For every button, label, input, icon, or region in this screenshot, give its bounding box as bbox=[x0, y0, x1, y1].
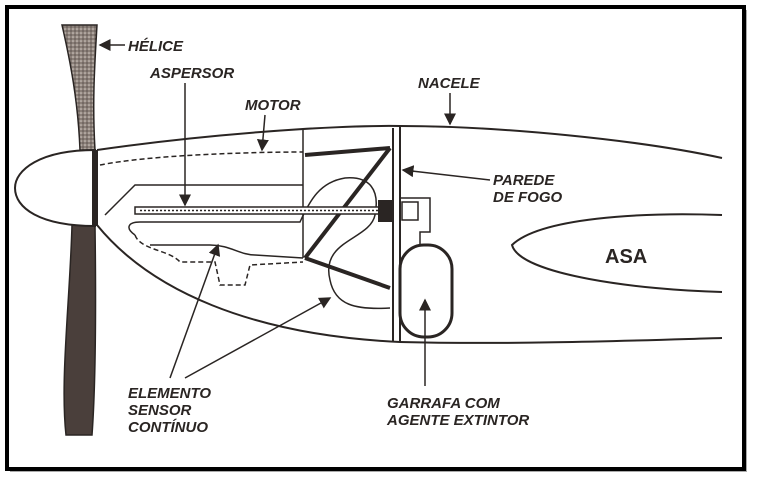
garrafa-label-2: AGENTE EXTINTOR bbox=[386, 412, 529, 429]
nacelle-top-outline bbox=[96, 124, 723, 159]
extinguisher-bottle bbox=[398, 243, 454, 339]
wing-label: ASA bbox=[605, 246, 647, 268]
valve bbox=[401, 201, 419, 221]
helice-label: HÉLICE bbox=[128, 38, 184, 55]
mount-strut bbox=[303, 146, 392, 260]
aspersor-label: ASPERSOR bbox=[149, 65, 234, 82]
continuous-sensor-element bbox=[128, 177, 391, 310]
sensor-leader-1 bbox=[169, 243, 221, 379]
sensor-leader-2 bbox=[184, 297, 332, 379]
parede-label-2: DE FOGO bbox=[493, 189, 563, 206]
frame bbox=[5, 5, 746, 471]
propeller-blade-bottom bbox=[63, 224, 97, 436]
propeller-hub bbox=[92, 150, 98, 226]
parede-label-1: PAREDE bbox=[493, 172, 555, 189]
wing-outline bbox=[510, 213, 723, 293]
spinner bbox=[13, 148, 96, 228]
garrafa-label-1: GARRAFA COM bbox=[387, 395, 500, 412]
elemento-label-3: CONTÍNUO bbox=[128, 419, 208, 436]
motor-leader bbox=[256, 114, 269, 152]
motor-label: MOTOR bbox=[245, 97, 301, 114]
sprayer-fitting bbox=[378, 200, 392, 222]
parede-leader bbox=[401, 165, 491, 181]
mount-strut bbox=[304, 146, 391, 157]
elemento-label-1: ELEMENTO bbox=[128, 385, 211, 402]
nacele-label: NACELE bbox=[418, 75, 481, 92]
engine-dashed-top bbox=[99, 151, 304, 166]
bottle-pipe bbox=[400, 197, 431, 245]
engine-dashed-bottom bbox=[134, 234, 304, 286]
mount-strut bbox=[304, 256, 391, 290]
elemento-label-2: SENSOR bbox=[128, 402, 192, 419]
engine-body-top bbox=[104, 184, 303, 216]
